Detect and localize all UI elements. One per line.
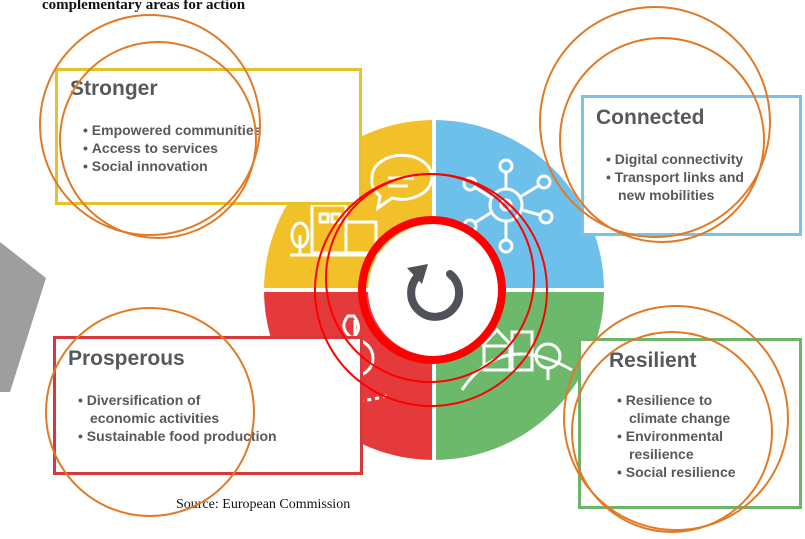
list-item: economic activities	[90, 410, 220, 426]
list-item: resilience	[629, 446, 694, 462]
area-box-stronger: Stronger Empowered communities Access to…	[55, 68, 362, 205]
list-item: climate change	[629, 410, 731, 426]
list-item: Social resilience	[617, 463, 736, 481]
gray-arrow-fragment	[0, 242, 46, 392]
area-box-prosperous: Prosperous Diversification of economic a…	[53, 336, 363, 475]
list-item: Transport links and	[606, 168, 744, 186]
list-item: new mobilities	[618, 187, 715, 203]
list-item: Access to services	[83, 139, 261, 157]
list-item: Sustainable food production	[78, 427, 277, 445]
list-item: Diversification of	[78, 391, 277, 409]
area-title-stronger: Stronger	[70, 77, 158, 100]
wheel-center-hub	[368, 224, 500, 356]
area-list-stronger: Empowered communities Access to services…	[83, 121, 262, 175]
figure-heading: complementary areas for action	[42, 0, 246, 13]
area-list-resilient: Resilience to climate change Environment…	[617, 391, 736, 481]
area-title-resilient: Resilient	[609, 349, 697, 372]
area-box-resilient: Resilient Resilience to climate change E…	[578, 338, 802, 509]
list-item: Digital connectivity	[606, 150, 744, 168]
area-title-connected: Connected	[596, 106, 705, 129]
list-item: Empowered communities	[83, 121, 262, 139]
area-list-connected: Digital connectivity Transport links and…	[606, 150, 744, 204]
area-list-prosperous: Diversification of economic activities S…	[78, 391, 277, 445]
area-box-connected: Connected Digital connectivity Transport…	[581, 95, 802, 236]
list-item: Resilience to	[617, 391, 736, 409]
area-title-prosperous: Prosperous	[68, 347, 185, 370]
source-caption: Source: European Commission	[176, 497, 351, 512]
list-item: Social innovation	[83, 157, 261, 175]
list-item: Environmental	[617, 427, 736, 445]
